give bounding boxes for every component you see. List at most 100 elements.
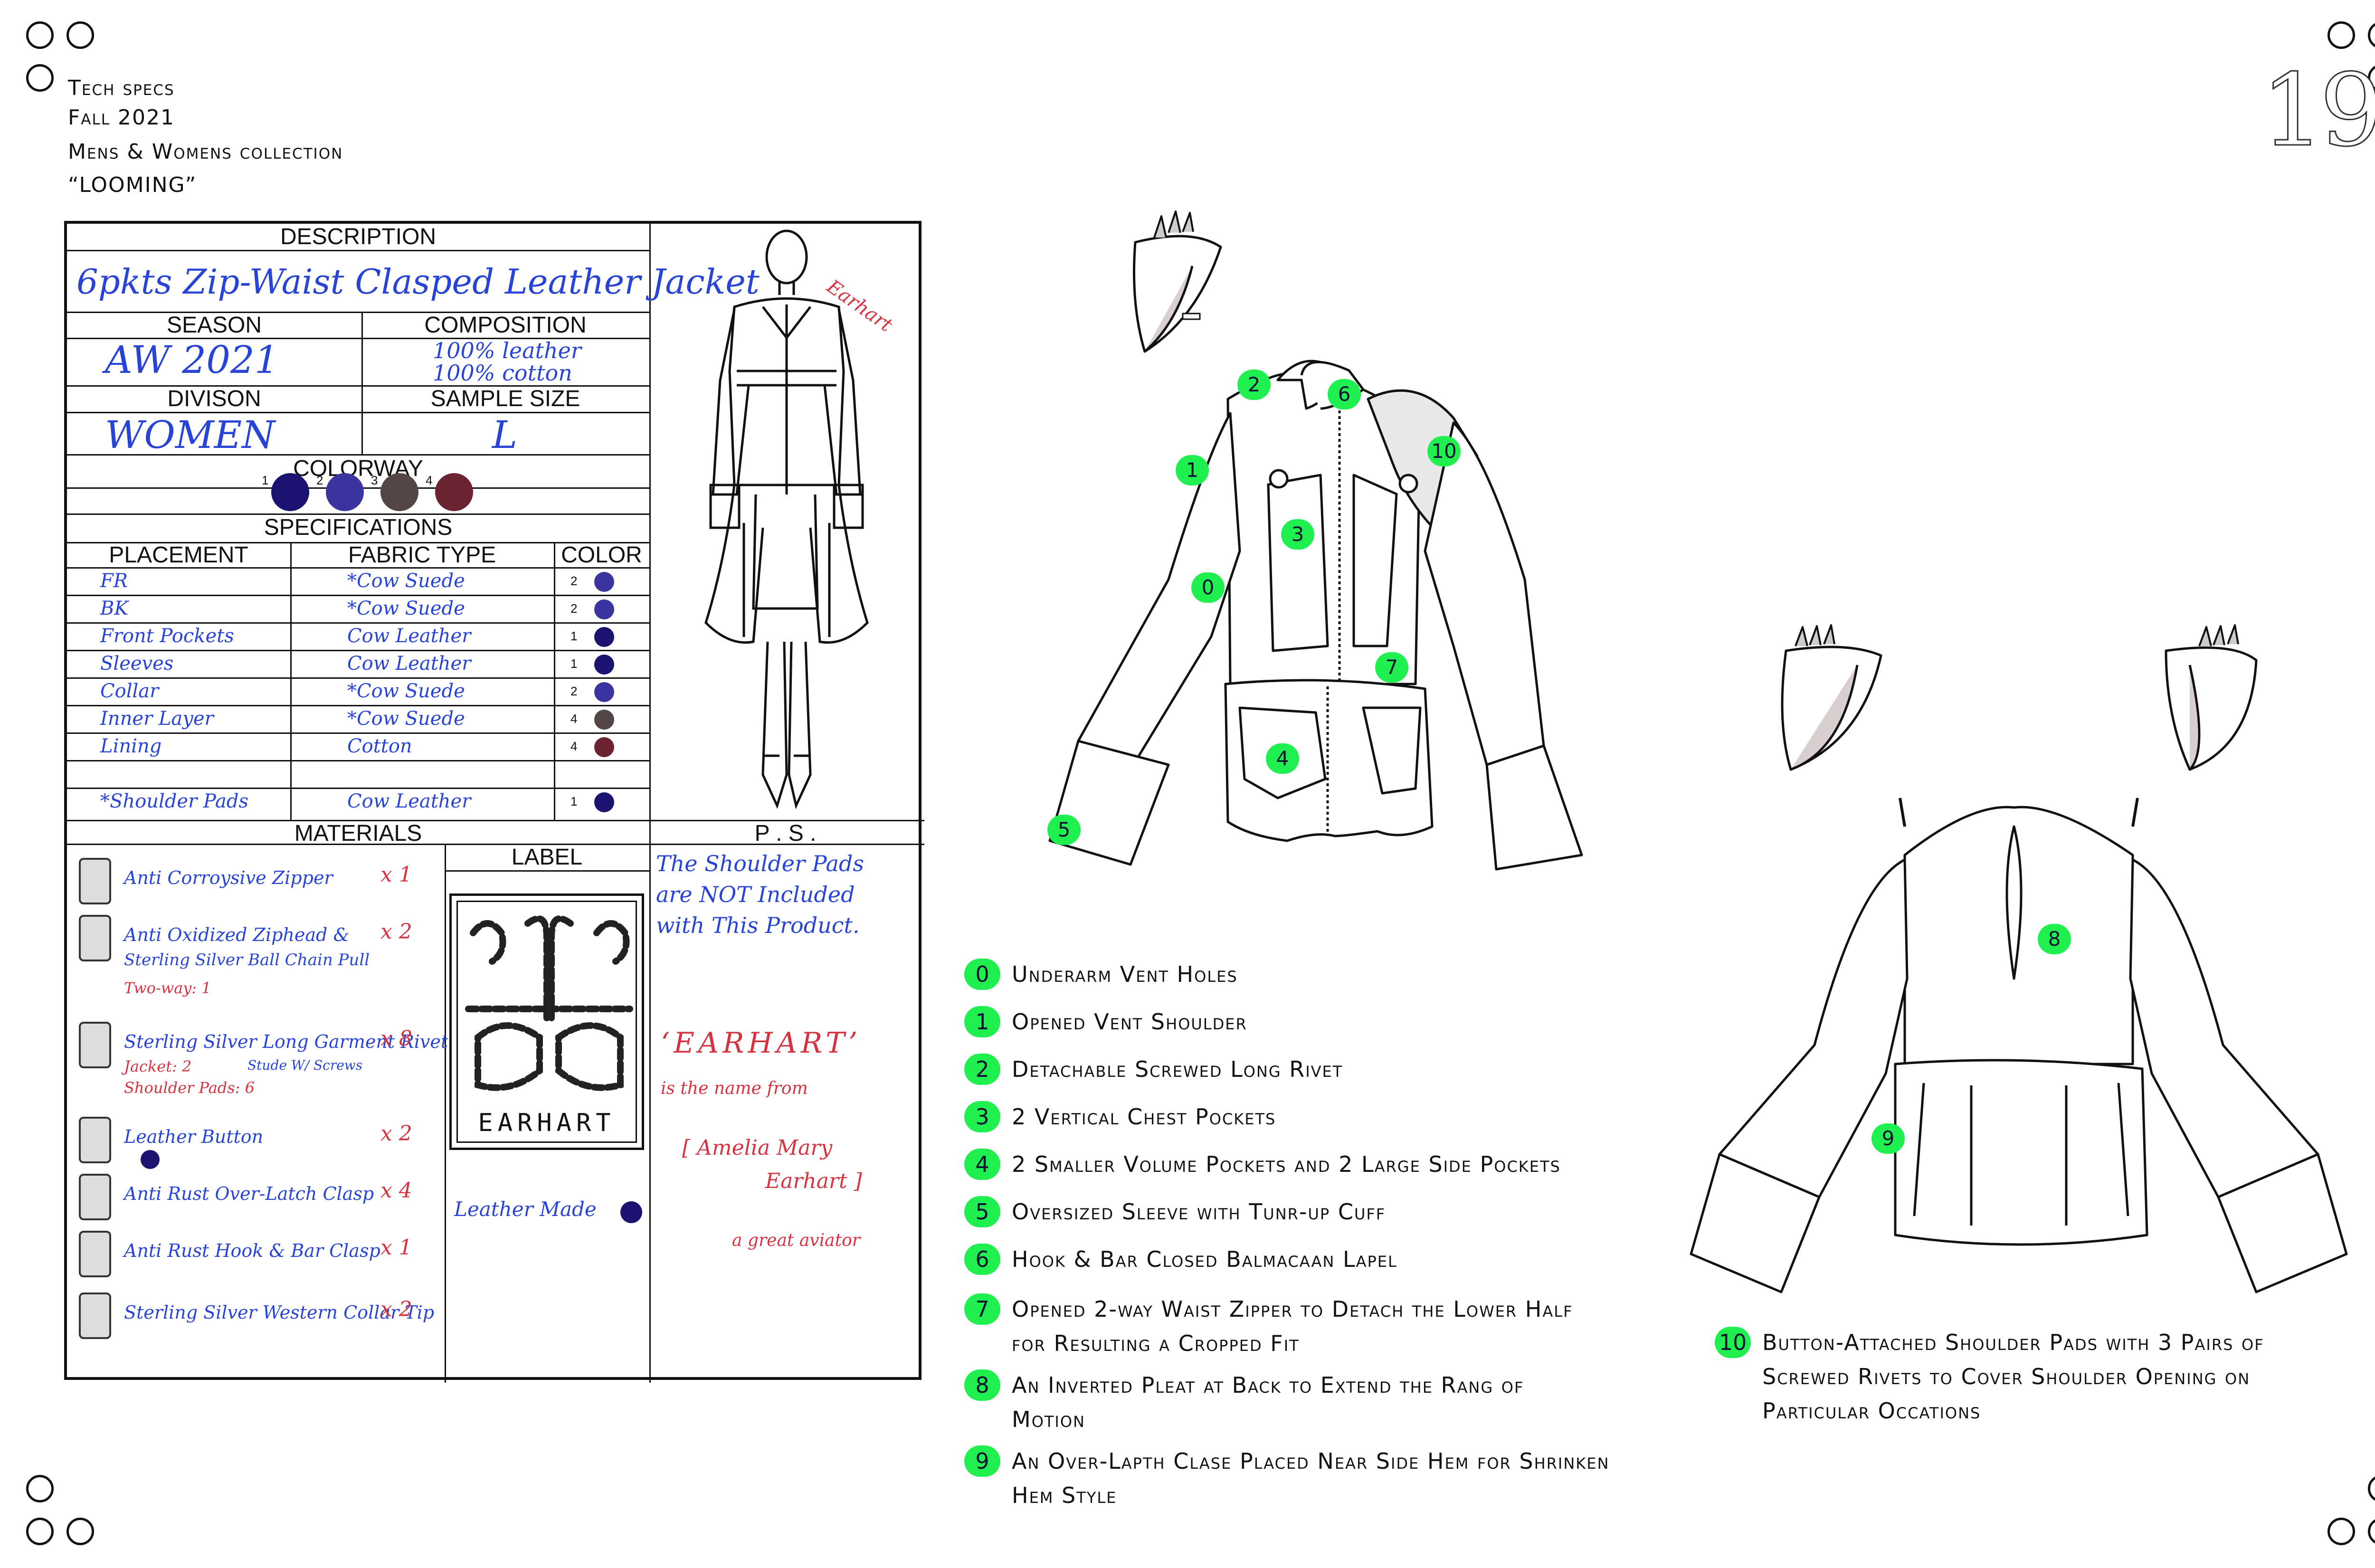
- page-number: 19: [2260, 52, 2375, 170]
- corner-ornament: [26, 1475, 54, 1502]
- material-name: Sterling Silver Long Garment Rivet: [124, 1031, 448, 1052]
- legend-text: An Over-Lapth Clase Placed Near Side Hem…: [1012, 1448, 1610, 1474]
- material-name: Anti Rust Hook & Bar Clasp: [124, 1240, 380, 1261]
- spec-color-dot: [594, 655, 614, 675]
- row-divider: [67, 567, 649, 569]
- corner-ornament: [66, 1518, 94, 1545]
- legend-text-continued: Screwed Rivets to Cover Shoulder Opening…: [1762, 1364, 2251, 1389]
- callout-marker-1: 1: [1176, 455, 1209, 485]
- spec-fabric: Cow Leather: [347, 625, 471, 647]
- spec-color-number: 4: [570, 739, 578, 753]
- ps-label: P . S .: [754, 821, 817, 846]
- corner-ornament: [2328, 1518, 2355, 1545]
- legend-number-badge: 2: [964, 1054, 1000, 1085]
- material-quantity: x 2: [380, 920, 412, 944]
- callout-marker-10: 10: [1427, 436, 1461, 466]
- legend-number-badge: 8: [964, 1369, 1000, 1401]
- legend-number-badge: 10: [1715, 1327, 1751, 1358]
- material-note-3: Stude W/ Screws: [247, 1057, 363, 1073]
- colorway-swatch: [380, 473, 418, 511]
- front-jacket-flat: [1048, 210, 1583, 871]
- ps-line-6: Earhart ]: [765, 1169, 862, 1193]
- legend-text: An Inverted Pleat at Back to Extend the …: [1012, 1372, 1524, 1398]
- spec-color-dot: [594, 572, 614, 592]
- legend-number-badge: 5: [964, 1196, 1000, 1227]
- spec-color-number: 2: [570, 684, 578, 698]
- colorway-number: 4: [426, 473, 433, 487]
- callout-marker-8: 8: [2038, 924, 2071, 954]
- spec-color-dot: [594, 682, 614, 702]
- composition-value-1: 100% leather: [433, 338, 581, 363]
- legend-text-continued: Hem Style: [1012, 1482, 1117, 1508]
- material-name: Sterling Silver Western Collar Tip: [124, 1302, 435, 1323]
- spec-color-dot: [594, 737, 614, 757]
- row-divider: [67, 677, 649, 679]
- row-divider: [67, 595, 649, 596]
- spec-color-dot: [594, 792, 614, 812]
- legend-text: Oversized Sleeve with Tunr-up Cuff: [1012, 1199, 1386, 1225]
- material-note: Two-way: 1: [124, 979, 211, 997]
- spec-color-number: 2: [570, 601, 578, 616]
- colorway-number: 1: [262, 473, 269, 487]
- material-note: Jacket: 2: [124, 1057, 192, 1075]
- material-quantity: x 1: [380, 1235, 412, 1260]
- callout-marker-6: 6: [1328, 379, 1361, 409]
- colorway-number: 2: [316, 473, 323, 487]
- material-icon: [79, 1231, 111, 1277]
- description-label: DESCRIPTION: [280, 224, 437, 249]
- season-value: AW 2021: [105, 338, 279, 382]
- legend-text-continued: Particular Occations: [1762, 1398, 1981, 1424]
- division-value: WOMEN: [105, 413, 276, 457]
- spec-placement: Sleeves: [100, 653, 174, 675]
- spec-fabric: *Cow Suede: [347, 708, 465, 730]
- composition-label: COMPOSITION: [424, 313, 587, 338]
- material-icon: [79, 1117, 111, 1163]
- legend-text: 2 Vertical Chest Pockets: [1012, 1104, 1276, 1130]
- spec-color-dot: [594, 599, 614, 619]
- callout-marker-9: 9: [1872, 1123, 1905, 1154]
- spec-color-number: 1: [570, 629, 578, 643]
- material-quantity: x 4: [380, 1178, 412, 1203]
- spec-fabric: Cow Leather: [347, 790, 471, 812]
- legend-text-continued: Motion: [1012, 1406, 1085, 1432]
- spec-fabric: Cow Leather: [347, 653, 471, 675]
- row-divider: [67, 650, 649, 651]
- spec-fabric: *Cow Suede: [347, 598, 465, 619]
- header-collection-name: “LOOMING”: [68, 173, 197, 197]
- spec-placement: Lining: [100, 735, 162, 757]
- spec-placement: Collar: [100, 680, 159, 702]
- composition-value-2: 100% cotton: [433, 360, 572, 386]
- corner-ornament: [26, 21, 54, 49]
- ps-line-7: a great aviator: [732, 1231, 860, 1250]
- material-icon: [79, 1292, 111, 1339]
- legend-number-badge: 7: [964, 1293, 1000, 1325]
- legend-number-badge: 6: [964, 1244, 1000, 1275]
- label-note: Leather Made: [454, 1197, 597, 1221]
- spec-fabric: *Cow Suede: [347, 570, 465, 592]
- button-color-dot: [141, 1150, 160, 1169]
- ps-line-2: are NOT Included: [656, 882, 855, 907]
- material-quantity: x 8: [380, 1026, 412, 1051]
- season-label: SEASON: [166, 313, 262, 338]
- spec-color-dot: [594, 710, 614, 730]
- spec-fabric: Cotton: [347, 735, 412, 757]
- description-value: 6pkts Zip-Waist Clasped Leather Jacket: [76, 262, 760, 302]
- material-note-2: Shoulder Pads: 6: [124, 1079, 255, 1097]
- colorway-swatch: [271, 473, 309, 511]
- spec-fabric: *Cow Suede: [347, 680, 465, 702]
- label-label: LABEL: [511, 845, 583, 870]
- ps-line-5: [ Amelia Mary: [682, 1136, 833, 1160]
- corner-ornament: [66, 21, 94, 49]
- material-icon: [79, 915, 111, 961]
- spec-color-number: 1: [570, 794, 578, 808]
- spec-placement: Front Pockets: [100, 625, 234, 647]
- specifications-label: SPECIFICATIONS: [264, 515, 453, 540]
- brand-label: EARHART: [449, 893, 644, 1150]
- ps-line-3: with This Product.: [656, 912, 860, 938]
- spec-color-number: 4: [570, 712, 578, 726]
- material-name: Anti Oxidized Ziphead &: [124, 924, 350, 945]
- spec-color-number: 2: [570, 574, 578, 588]
- legend-text: Button-Attached Shoulder Pads with 3 Pai…: [1762, 1330, 2264, 1355]
- legend-text: 2 Smaller Volume Pockets and 2 Large Sid…: [1012, 1151, 1561, 1177]
- spec-sheet: DESCRIPTION 6pkts Zip-Waist Clasped Leat…: [64, 221, 924, 1383]
